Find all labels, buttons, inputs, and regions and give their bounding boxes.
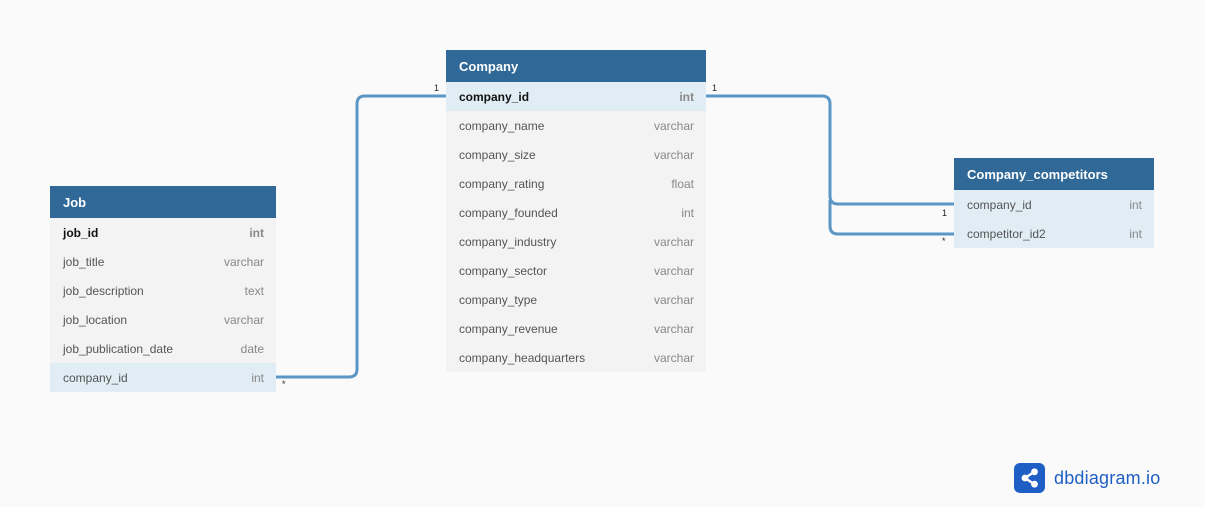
table-row[interactable]: company_id int	[50, 363, 276, 392]
field-name: company_size	[459, 147, 536, 162]
field-name: job_title	[63, 254, 105, 269]
table-row[interactable]: company_sector varchar	[446, 256, 706, 285]
table-row[interactable]: job_id int	[50, 218, 276, 247]
field-type: int	[681, 205, 694, 220]
table-row[interactable]: company_industry varchar	[446, 227, 706, 256]
field-type: varchar	[653, 263, 694, 278]
table-row[interactable]: company_rating float	[446, 169, 706, 198]
table-name: Job	[63, 194, 87, 210]
table-header[interactable]: Company	[446, 50, 706, 82]
cardinality-label: *	[942, 236, 946, 246]
field-type: int	[251, 370, 264, 385]
field-name: company_type	[459, 292, 538, 307]
field-type: int	[679, 89, 694, 104]
table-header[interactable]: Company_competitors	[954, 158, 1154, 190]
table-header[interactable]: Job	[50, 186, 276, 218]
table-job[interactable]: Job job_id int job_title varchar job_des…	[50, 186, 276, 392]
relation-job-company	[276, 94, 446, 379]
table-company[interactable]: Company company_id int company_name varc…	[446, 50, 706, 372]
field-name: job_publication_date	[63, 341, 174, 356]
table-row[interactable]: job_location varchar	[50, 305, 276, 334]
field-type: varchar	[653, 234, 694, 249]
field-type: varchar	[653, 292, 694, 307]
field-type: varchar	[653, 350, 694, 365]
field-type: float	[671, 176, 694, 191]
field-type: int	[249, 225, 264, 240]
field-type: varchar	[223, 254, 264, 269]
field-name: company_revenue	[459, 321, 558, 336]
table-row[interactable]: company_founded int	[446, 198, 706, 227]
field-type: varchar	[653, 118, 694, 133]
table-row[interactable]: company_type varchar	[446, 285, 706, 314]
table-row[interactable]: job_description text	[50, 276, 276, 305]
table-row[interactable]: company_revenue varchar	[446, 314, 706, 343]
table-row[interactable]: company_headquarters varchar	[446, 343, 706, 372]
relation-company-competitors-company-id	[706, 94, 954, 206]
field-name: company_id	[459, 89, 530, 104]
field-type: varchar	[653, 147, 694, 162]
cardinality-label: 1	[434, 83, 439, 93]
table-row[interactable]: company_name varchar	[446, 111, 706, 140]
field-name: company_rating	[459, 176, 545, 191]
cardinality-label: 1	[712, 83, 717, 93]
dbdiagram-logo[interactable]: dbdiagram.io	[1014, 463, 1160, 493]
table-name: Company	[459, 58, 519, 74]
field-name: job_description	[63, 283, 144, 298]
field-type: varchar	[223, 312, 264, 327]
field-name: company_founded	[459, 205, 558, 220]
share-nodes-icon	[1014, 463, 1045, 493]
table-row[interactable]: job_publication_date date	[50, 334, 276, 363]
cardinality-label: *	[282, 379, 286, 389]
table-row[interactable]: job_title varchar	[50, 247, 276, 276]
table-row[interactable]: company_id int	[446, 82, 706, 111]
field-name: company_id	[967, 197, 1032, 212]
table-company-competitors[interactable]: Company_competitors company_id int compe…	[954, 158, 1154, 248]
field-name: company_id	[63, 370, 128, 385]
field-name: competitor_id2	[967, 226, 1046, 241]
field-name: job_location	[63, 312, 128, 327]
field-type: text	[244, 283, 264, 298]
logo-text: dbdiagram.io	[1054, 467, 1161, 488]
field-type: int	[1129, 197, 1142, 212]
relation-company-competitors-competitor-id2	[828, 200, 954, 236]
table-name: Company_competitors	[967, 166, 1108, 182]
field-type: varchar	[653, 321, 694, 336]
field-name: company_sector	[459, 263, 548, 278]
field-name: job_id	[63, 225, 99, 240]
table-row[interactable]: company_id int	[954, 190, 1154, 219]
field-type: int	[1129, 226, 1142, 241]
field-type: date	[240, 341, 264, 356]
field-name: company_headquarters	[459, 350, 586, 365]
table-row[interactable]: competitor_id2 int	[954, 219, 1154, 248]
field-name: company_name	[459, 118, 545, 133]
field-name: company_industry	[459, 234, 557, 249]
table-row[interactable]: company_size varchar	[446, 140, 706, 169]
cardinality-label: 1	[942, 208, 947, 218]
